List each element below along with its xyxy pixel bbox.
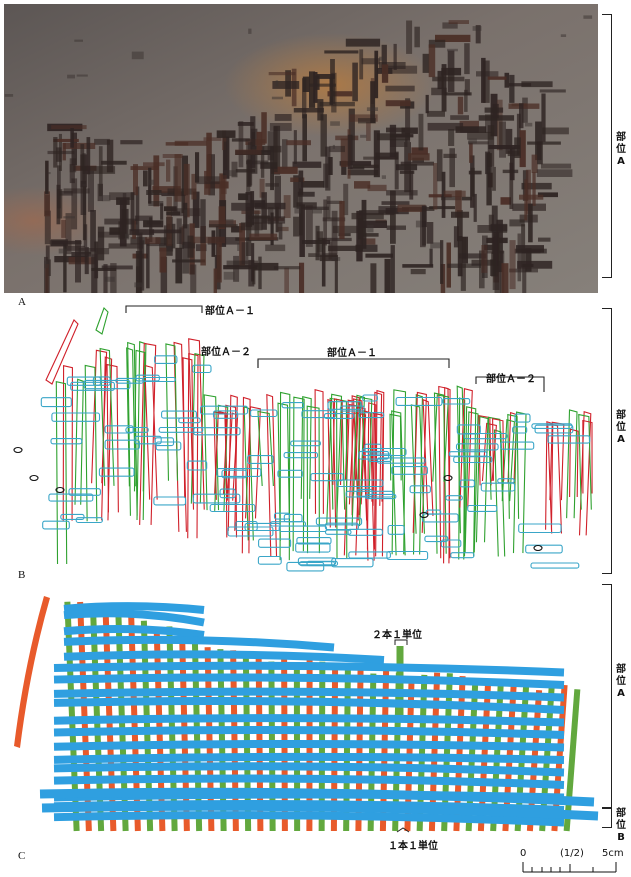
side-label-c-upper: 部位 A	[616, 664, 626, 699]
bracket-c-upper	[602, 584, 612, 808]
panel-label-a: A	[18, 296, 26, 308]
panel-label-b: B	[18, 569, 26, 581]
annotation-one-strand-unit: １本１単位	[388, 841, 438, 852]
side-label-b: 部位 A	[616, 410, 626, 445]
excavation-photo	[4, 4, 598, 293]
annotation-a2-right: 部位Ａ－２	[486, 374, 536, 385]
annotation-a1-mid: 部位Ａ－１	[327, 348, 377, 359]
scale-end: 5cm	[602, 848, 624, 859]
side-label-a: 部位 A	[616, 132, 626, 167]
weave-strands	[14, 596, 599, 832]
fibre-outlines	[13, 307, 593, 572]
side-label-c-lower: 部位 B	[616, 808, 626, 843]
annotation-a1-top: 部位Ａ－１	[205, 306, 255, 317]
bracket-b	[602, 308, 612, 574]
scale-bar	[522, 862, 617, 873]
unit-brackets	[394, 639, 410, 833]
bracket-a	[602, 14, 612, 278]
annotation-brackets	[125, 305, 545, 392]
annotation-a2-left: 部位Ａ－２	[201, 347, 251, 358]
weave-tracing	[13, 305, 593, 572]
weave-reconstruction	[14, 596, 599, 833]
annotation-two-strand-unit: ２本１単位	[372, 630, 422, 641]
panel-label-c: C	[18, 850, 26, 862]
scale-zero: 0	[520, 848, 527, 859]
bracket-c-lower	[602, 808, 612, 828]
fibre-fragments	[4, 15, 593, 293]
scale-ratio: (1/2)	[560, 848, 584, 859]
